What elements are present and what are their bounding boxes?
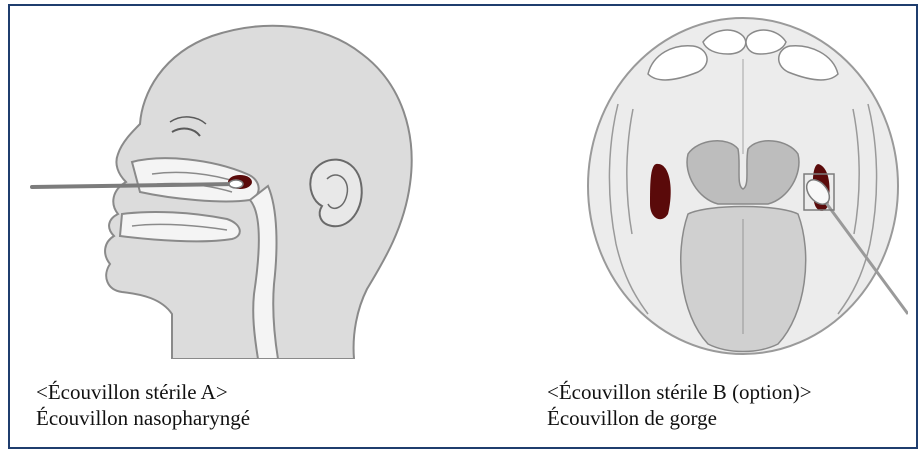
caption-a-label: <Écouvillon stérile A>	[36, 379, 250, 405]
head-profile-illustration	[22, 14, 472, 359]
caption-swab-b: <Écouvillon stérile B (option)> Écouvill…	[547, 379, 812, 431]
figure-frame: <Écouvillon stérile A> Écouvillon nasoph…	[8, 4, 918, 449]
caption-a-description: Écouvillon nasopharyngé	[36, 405, 250, 431]
caption-swab-a: <Écouvillon stérile A> Écouvillon nasoph…	[36, 379, 250, 431]
open-mouth-illustration	[578, 14, 908, 359]
caption-b-description: Écouvillon de gorge	[547, 405, 812, 431]
caption-b-label: <Écouvillon stérile B (option)>	[547, 379, 812, 405]
